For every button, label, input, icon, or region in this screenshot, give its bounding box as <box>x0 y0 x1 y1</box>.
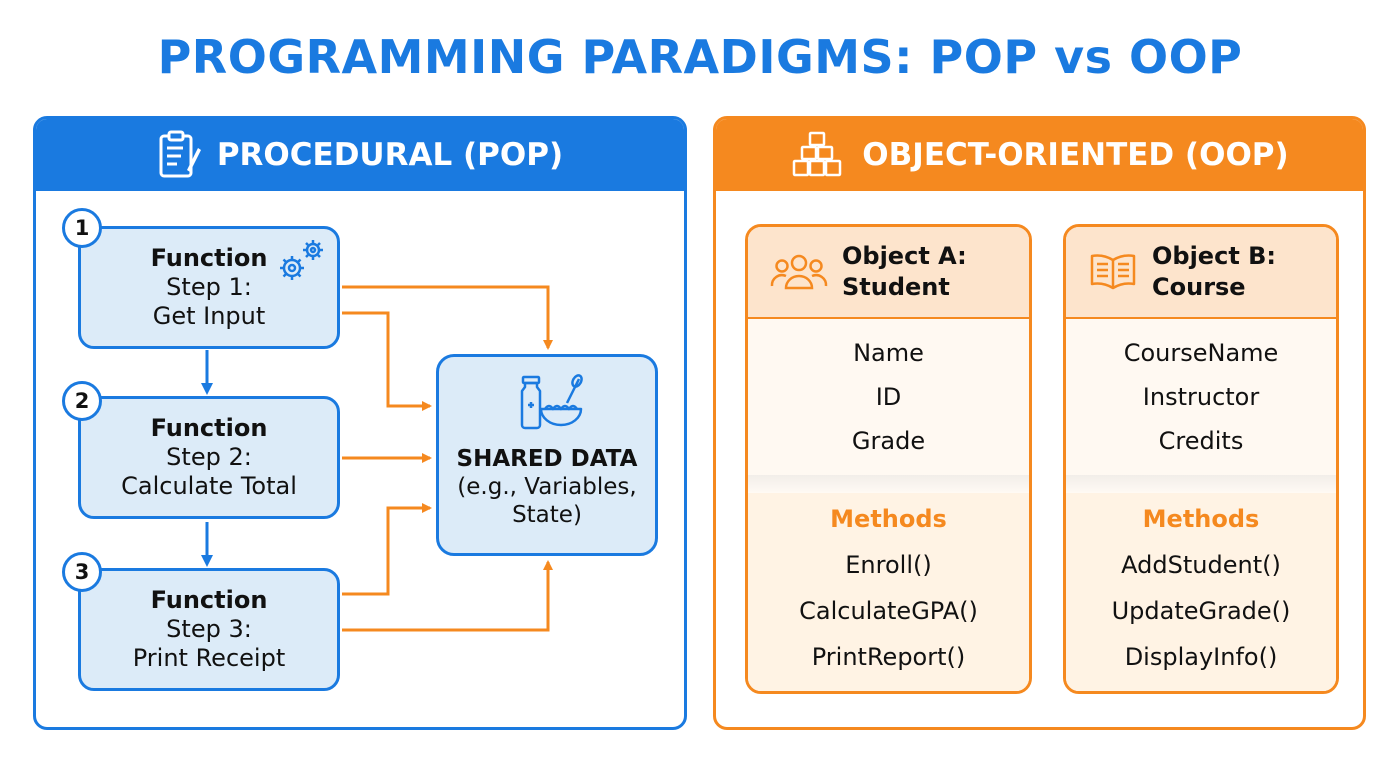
function-label: Function <box>150 243 268 272</box>
attribute-item: Grade <box>851 427 926 455</box>
step-number-text: Step 2: <box>166 442 252 471</box>
oop-panel-header: OBJECT-ORIENTED (OOP) <box>716 119 1363 191</box>
section-divider <box>1066 475 1336 493</box>
section-divider <box>748 475 1029 493</box>
attribute-item: CourseName <box>1123 339 1279 367</box>
attribute-item: ID <box>875 383 902 411</box>
object-methods: Methods AddStudent() UpdateGrade() Displ… <box>1066 493 1336 691</box>
object-attributes: Name ID Grade <box>748 319 1029 475</box>
shared-data-box: SHARED DATA (e.g., Variables, State) <box>436 354 658 556</box>
method-item: Enroll() <box>845 551 932 579</box>
function-label: Function <box>150 585 268 614</box>
function-step-2: Function Step 2: Calculate Total <box>78 396 340 519</box>
shared-data-title: SHARED DATA <box>456 445 638 472</box>
object-title-line2: Course <box>1152 273 1246 301</box>
object-attributes: CourseName Instructor Credits <box>1066 319 1336 475</box>
clipboard-icon <box>159 130 201 178</box>
step-badge-1: 1 <box>62 208 102 248</box>
object-card-header: Object B: Course <box>1066 227 1336 319</box>
method-item: AddStudent() <box>1121 551 1281 579</box>
step-number-text: Step 1: <box>166 272 252 301</box>
object-title-line1: Object B: <box>1152 241 1277 270</box>
function-step-1: Function Step 1: Get Input <box>78 226 340 349</box>
page-title: PROGRAMMING PARADIGMS: POP vs OOP <box>157 30 1243 84</box>
object-card-course: Object B: Course CourseName Instructor C… <box>1063 224 1339 694</box>
pop-panel-header: PROCEDURAL (POP) <box>36 119 684 191</box>
book-icon <box>1090 254 1136 290</box>
step-description: Print Receipt <box>132 644 286 673</box>
attribute-item: Credits <box>1158 427 1244 455</box>
object-methods: Methods Enroll() CalculateGPA() PrintRep… <box>748 493 1029 691</box>
blocks-icon <box>793 131 842 177</box>
step-description: Calculate Total <box>121 472 297 501</box>
method-item: PrintReport() <box>811 643 966 671</box>
gears-icon <box>280 240 323 280</box>
step-badge-2: 2 <box>62 381 102 421</box>
method-item: DisplayInfo() <box>1124 643 1278 671</box>
shared-data-example: (e.g., Variables, <box>457 473 637 500</box>
object-card-header: Object A: Student <box>748 227 1029 319</box>
function-step-3: Function Step 3: Print Receipt <box>78 568 340 691</box>
object-title-line2: Student <box>842 273 950 301</box>
object-title: Object A: Student <box>842 241 967 303</box>
users-icon <box>770 254 828 290</box>
object-title: Object B: Course <box>1152 241 1276 303</box>
function-label: Function <box>150 413 268 442</box>
method-item: CalculateGPA() <box>799 597 978 625</box>
step-description: Get Input <box>152 302 266 331</box>
shared-data-example-cont: State) <box>512 501 582 528</box>
step-number-text: Step 3: <box>166 614 252 643</box>
attribute-item: Instructor <box>1142 383 1260 411</box>
step-badge-3: 3 <box>62 552 102 592</box>
method-item: UpdateGrade() <box>1111 597 1291 625</box>
jar-and-bowl-icon <box>520 374 583 430</box>
attribute-item: Name <box>853 339 924 367</box>
pop-panel-title: PROCEDURAL (POP) <box>216 137 564 173</box>
object-card-student: Object A: Student Name ID Grade Methods … <box>745 224 1032 694</box>
object-title-line1: Object A: <box>842 241 967 270</box>
methods-heading: Methods <box>1142 505 1260 533</box>
oop-panel-title: OBJECT-ORIENTED (OOP) <box>862 137 1289 173</box>
methods-heading: Methods <box>830 505 947 533</box>
